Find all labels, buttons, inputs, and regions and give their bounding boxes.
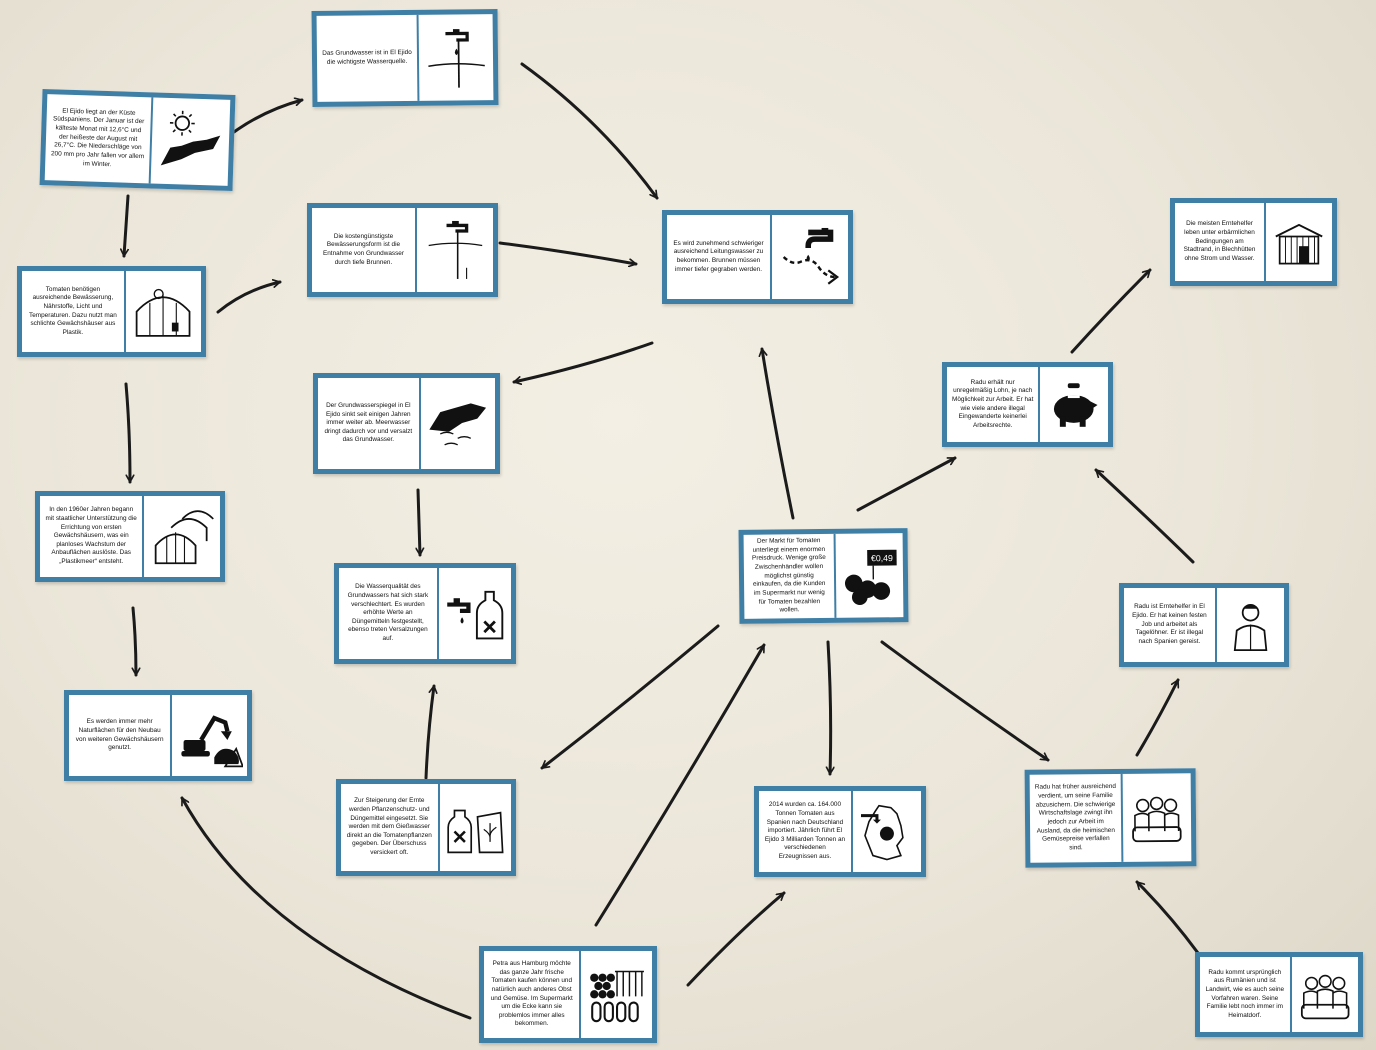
card-plastikmeer: In den 1960er Jahren begann mit staatlic… <box>35 491 225 582</box>
pesticide-icon <box>440 784 511 871</box>
card-text: Zur Steigerung der Ernte werden Pflanzen… <box>341 784 440 871</box>
sun-coast-icon <box>151 97 231 185</box>
card-rumaenien: Radu kommt ursprünglich aus Rumänien und… <box>1195 952 1363 1037</box>
arrow-petra-import <box>686 891 786 987</box>
seawater-icon <box>421 378 495 469</box>
card-text: Radu erhält nur unregelmäßig Lohn, je na… <box>947 367 1041 442</box>
card-bedingungen: Die meisten Erntehelfer leben unter erbä… <box>1170 198 1337 286</box>
card-qualitaet: Die Wasserqualität des Grundwassers hat … <box>334 563 516 664</box>
germany-map-icon <box>853 791 921 872</box>
arrow-markt-leitungswasser <box>762 347 795 520</box>
card-leitungswasser: Es wird zunehmend schwieriger ausreichen… <box>662 210 853 304</box>
arrow-lohn-bedingungen <box>1070 268 1152 354</box>
card-text: Tomaten benötigen ausreichende Bewässeru… <box>22 271 126 352</box>
card-lohn: Radu erhält nur unregelmäßig Lohn, je na… <box>942 362 1113 447</box>
supermarket-icon <box>581 951 652 1038</box>
arrow-markt-lohn <box>856 456 957 512</box>
card-radu: Radu ist Erntehelfer in El Ejido. Er hat… <box>1119 583 1289 667</box>
arrow-ernte-qualitaet <box>424 684 434 780</box>
greenhouse-icon <box>126 271 201 352</box>
card-grundwasser: Das Grundwasser ist in El Ejido die wich… <box>311 9 499 107</box>
tap-well-icon <box>419 14 494 101</box>
card-text: 2014 wurden ca. 164.000 Tonnen Tomaten a… <box>759 791 853 872</box>
card-text: El Ejido liegt an der Küste Südspaniens.… <box>44 94 154 184</box>
tap-drop-arrow-icon <box>772 215 848 299</box>
card-klima: El Ejido liegt an der Küste Südspaniens.… <box>39 88 236 192</box>
price-tag-label: €0,49 <box>871 553 893 563</box>
arrow-bewaesserung-leitungswasser <box>498 241 638 264</box>
person-icon <box>1217 588 1284 662</box>
greenhouses-icon <box>144 496 220 577</box>
card-text: Die kostengünstigste Bewässerungsform is… <box>312 208 417 292</box>
card-bewaesserung: Die kostengünstigste Bewässerungsform is… <box>307 203 498 297</box>
arrow-klima-gewaechshaus <box>124 194 130 258</box>
arrow-gewaechshaus-bewaesserung <box>216 282 282 314</box>
card-naturflaechen: Es werden immer mehr Naturflächen für de… <box>64 690 252 781</box>
card-text: In den 1960er Jahren begann mit staatlic… <box>40 496 145 577</box>
family-icon <box>1292 957 1358 1032</box>
card-ernte: Zur Steigerung der Ernte werden Pflanzen… <box>336 779 516 876</box>
card-spiegel: Der Grundwasserspiegel in El Ejido sinkt… <box>313 373 500 474</box>
card-text: Es wird zunehmend schwieriger ausreichen… <box>667 215 772 299</box>
card-text: Der Markt für Tomaten unterliegt einem e… <box>743 533 837 619</box>
card-text: Radu ist Erntehelfer in El Ejido. Er hat… <box>1124 588 1217 662</box>
card-text: Der Grundwasserspiegel in El Ejido sinkt… <box>318 378 421 469</box>
card-import: 2014 wurden ca. 164.000 Tonnen Tomaten a… <box>754 786 926 877</box>
card-text: Das Grundwasser ist in El Ejido die wich… <box>316 14 420 102</box>
arrow-leitungswasser-spiegel <box>512 341 654 382</box>
tap-well-icon <box>417 208 493 292</box>
shack-icon <box>1266 203 1332 281</box>
card-text: Es werden immer mehr Naturflächen für de… <box>69 695 173 776</box>
card-text: Radu kommt ursprünglich aus Rumänien und… <box>1200 957 1292 1032</box>
card-text: Die Wasserqualität des Grundwassers hat … <box>339 568 439 659</box>
tomatoes-price-icon: €0,49 <box>836 533 904 618</box>
card-gewaechshaus: Tomaten benötigen ausreichende Bewässeru… <box>17 266 206 357</box>
arrow-petra-markt <box>594 643 766 927</box>
arrow-gewaechshaus-plastikmeer <box>124 382 130 484</box>
arrow-klima-grundwasser <box>232 100 304 134</box>
piggy-bank-icon <box>1040 367 1108 442</box>
tap-bottle-icon <box>439 568 511 659</box>
card-frueher: Radu hat früher ausreichend verdient, um… <box>1024 768 1197 868</box>
excavator-icon <box>172 695 247 776</box>
family-icon <box>1123 773 1191 862</box>
arrow-spiegel-qualitaet <box>418 488 420 557</box>
arrow-radu-lohn <box>1094 468 1195 564</box>
arrow-markt-ernte <box>540 624 720 770</box>
arrow-rumaenien-frueher <box>1135 880 1200 955</box>
card-markt: Der Markt für Tomaten unterliegt einem e… <box>738 528 909 624</box>
arrow-plastikmeer-naturflaechen <box>133 606 136 677</box>
arrow-grundwasser-leitungswasser <box>520 62 659 200</box>
arrow-markt-frueher <box>880 640 1050 762</box>
card-petra: Petra aus Hamburg möchte das ganze Jahr … <box>479 946 657 1043</box>
arrow-markt-import <box>828 640 831 776</box>
arrow-frueher-radu <box>1135 678 1180 757</box>
card-text: Radu hat früher ausreichend verdient, um… <box>1029 773 1124 863</box>
card-text: Die meisten Erntehelfer leben unter erbä… <box>1175 203 1267 281</box>
arrow-petra-naturflaechen <box>180 796 472 1020</box>
card-text: Petra aus Hamburg möchte das ganze Jahr … <box>484 951 582 1038</box>
